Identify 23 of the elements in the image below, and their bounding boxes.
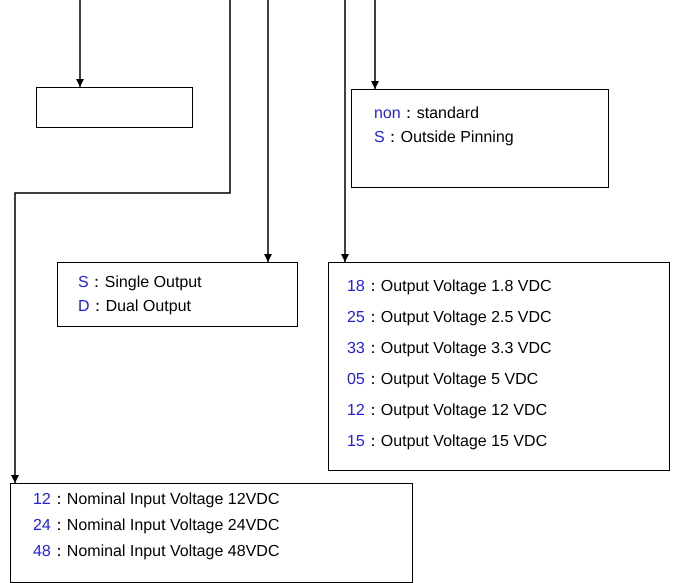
option-text: 12：Nominal Input Voltage 12VDC: [33, 490, 280, 510]
option-box: [10, 483, 413, 583]
option-box: [57, 262, 298, 327]
option-text: 18：Output Voltage 1.8 VDC: [347, 277, 553, 297]
option-box: [351, 89, 609, 188]
arrow: [341, 0, 349, 262]
option-text: 05：Output Voltage 5 VDC: [347, 370, 540, 390]
option-text: 15：Output Voltage 15 VDC: [347, 432, 548, 452]
option-text: non：standard: [374, 104, 480, 124]
series-box: [36, 87, 193, 128]
option-text: 24：Nominal Input Voltage 24VDC: [33, 516, 280, 536]
option-text: 33：Output Voltage 3.3 VDC: [347, 339, 553, 359]
option-text: 25：Output Voltage 2.5 VDC: [347, 308, 553, 328]
option-text: D：Dual Output: [78, 297, 192, 317]
option-text: 12：Output Voltage 12 VDC: [347, 401, 548, 421]
option-text: S：Single Output: [78, 273, 203, 293]
arrow: [371, 0, 379, 89]
option-text: S：Outside Pinning: [374, 128, 515, 148]
option-box: [328, 262, 670, 471]
option-text: 48：Nominal Input Voltage 48VDC: [33, 542, 280, 562]
arrow: [264, 0, 272, 262]
arrow: [11, 0, 231, 483]
arrow: [76, 0, 84, 87]
